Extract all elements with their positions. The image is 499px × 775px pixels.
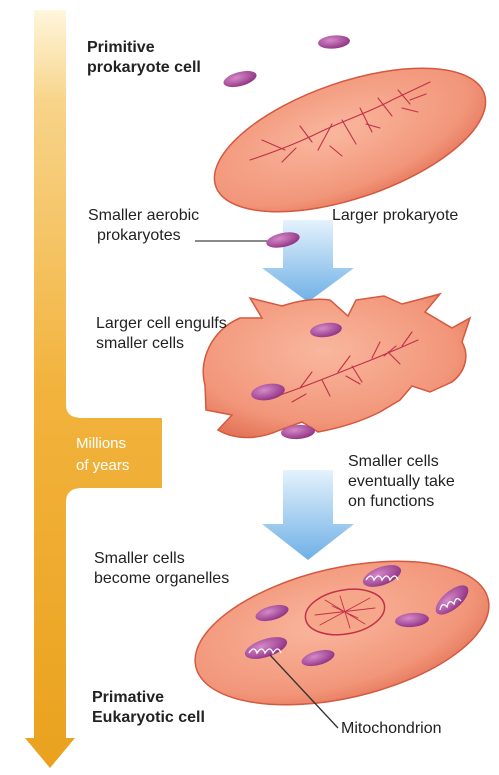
transition-arrow-1 — [262, 220, 354, 302]
label-take-functions-line3: on functions — [348, 492, 434, 512]
label-smaller-aerobic-line2: prokaryotes — [97, 226, 181, 246]
label-eukaryotic-line2: Eukaryotic cell — [92, 708, 205, 728]
eukaryotic-cell — [181, 536, 499, 730]
label-mitochondrion: Mitochondrion — [341, 719, 442, 739]
engulfing-cell — [203, 294, 470, 440]
timeline-arrow — [25, 10, 162, 768]
label-larger-prokaryote: Larger prokaryote — [332, 206, 458, 226]
label-engulfs-line2: smaller cells — [96, 334, 184, 354]
label-primitive-prokaryote-line1: Primitive — [87, 38, 155, 58]
transition-arrow-2 — [262, 470, 354, 560]
label-primitive-prokaryote-line2: prokaryote cell — [87, 58, 201, 78]
timeline-label-line2: of years — [76, 456, 129, 476]
timeline-label-line1: Millions — [76, 434, 126, 454]
label-become-organelles-line1: Smaller cells — [94, 549, 185, 569]
label-smaller-aerobic-line1: Smaller aerobic — [88, 206, 199, 226]
label-eukaryotic-line1: Primative — [92, 688, 164, 708]
label-take-functions-line2: eventually take — [348, 472, 455, 492]
label-become-organelles-line2: become organelles — [94, 569, 229, 589]
label-take-functions-line1: Smaller cells — [348, 452, 439, 472]
label-engulfs-line1: Larger cell engulfs — [96, 314, 227, 334]
